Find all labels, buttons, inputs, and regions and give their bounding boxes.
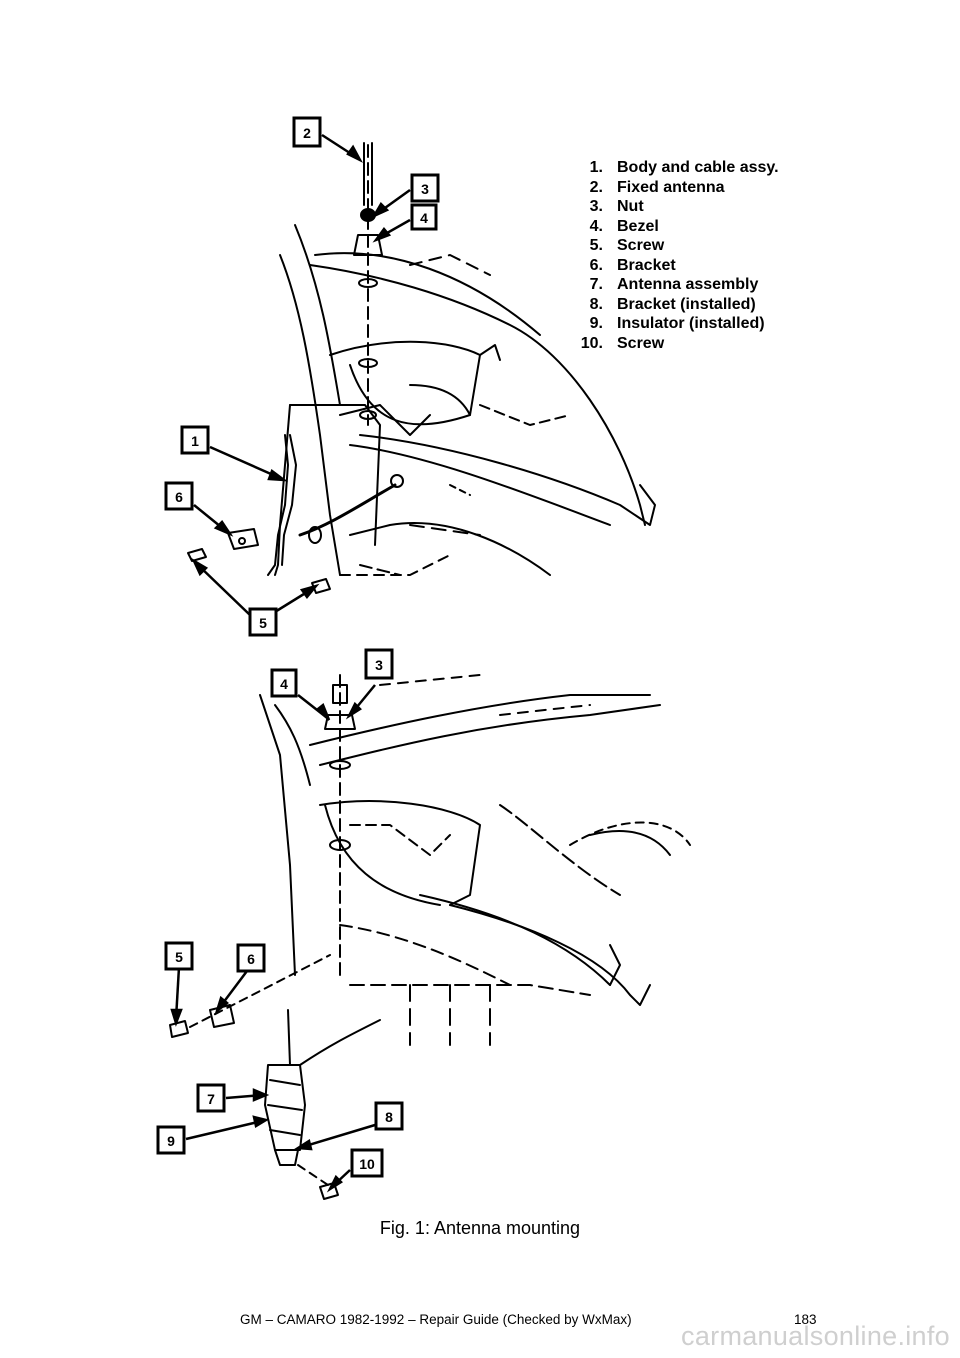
callout-top-5: 5 xyxy=(259,615,267,631)
legend-item-number: 7. xyxy=(589,276,603,293)
figure-legend: 1. Body and cable assy. 2. Fixed antenna 3. N… xyxy=(565,158,845,353)
legend-item: 5. Screw xyxy=(565,236,845,256)
callout-bottom-10: 10 xyxy=(359,1156,375,1172)
callouts-bottom xyxy=(156,648,404,1178)
legend-item-number: 9. xyxy=(589,315,603,332)
legend-item-label: Screw xyxy=(617,334,665,352)
legend-item-label: Insulator (installed) xyxy=(617,315,765,332)
legend-item-number: 4. xyxy=(589,217,603,235)
callout-bottom-3: 3 xyxy=(375,657,383,673)
callout-top-1: 1 xyxy=(191,433,199,449)
callout-top-2: 2 xyxy=(303,125,311,141)
legend-item-number: 6. xyxy=(589,256,603,274)
footer-title: GM – CAMARO 1982-1992 – Repair Guide (Ch… xyxy=(240,1312,632,1327)
callout-top-6: 6 xyxy=(175,489,183,505)
legend-item: 2. Fixed antenna xyxy=(565,178,845,198)
legend-item-number: 5. xyxy=(589,237,603,254)
callout-bottom-4: 4 xyxy=(280,676,288,692)
legend-item-number: 1. xyxy=(589,159,603,176)
legend-item: 3. Nut xyxy=(565,197,845,217)
callout-bottom-5: 5 xyxy=(175,949,183,965)
page-number: 183 xyxy=(794,1312,817,1327)
legend-item-label: Body and cable assy. xyxy=(617,159,779,176)
legend-item-label: Screw xyxy=(617,237,665,254)
legend-item: 6. Bracket xyxy=(565,256,845,276)
legend-item: 10. Screw xyxy=(565,334,845,354)
callout-bottom-6: 6 xyxy=(247,951,255,967)
legend-item-number: 2. xyxy=(589,178,603,196)
legend-item: 1. Body and cable assy. xyxy=(565,158,845,178)
lower-fender-drawing xyxy=(169,674,691,1200)
legend-item-label: Bezel xyxy=(617,217,659,235)
legend-item-label: Bracket xyxy=(617,256,676,274)
antenna-mounting-diagram: 2 3 4 1 6 5 3 4 5 6 7 8 9 10 xyxy=(156,116,691,1200)
legend-item-number: 10. xyxy=(580,334,603,352)
callout-bottom-8: 8 xyxy=(385,1109,393,1125)
upper-fender-drawing xyxy=(187,142,656,594)
callout-bottom-9: 9 xyxy=(167,1133,175,1149)
figure-caption: Fig. 1: Antenna mounting xyxy=(379,1218,581,1238)
legend-item: 7. Antenna assembly xyxy=(565,275,845,295)
callout-bottom-7: 7 xyxy=(207,1091,215,1107)
legend-item-label: Antenna assembly xyxy=(617,276,759,293)
callout-top-3: 3 xyxy=(421,181,429,197)
legend-item-label: Fixed antenna xyxy=(617,178,725,196)
legend-item: 8. Bracket (installed) xyxy=(565,295,845,315)
legend-item-label: Nut xyxy=(617,198,644,215)
legend-item-number: 8. xyxy=(589,295,603,313)
watermark: carmanualsonline.info xyxy=(681,1321,950,1351)
legend-item: 4. Bezel xyxy=(565,217,845,237)
legend-item-label: Bracket (installed) xyxy=(617,295,756,313)
legend-item: 9. Insulator (installed) xyxy=(565,314,845,334)
legend-item-number: 3. xyxy=(589,198,603,215)
callouts-top xyxy=(164,116,440,637)
callout-top-4: 4 xyxy=(420,210,428,226)
